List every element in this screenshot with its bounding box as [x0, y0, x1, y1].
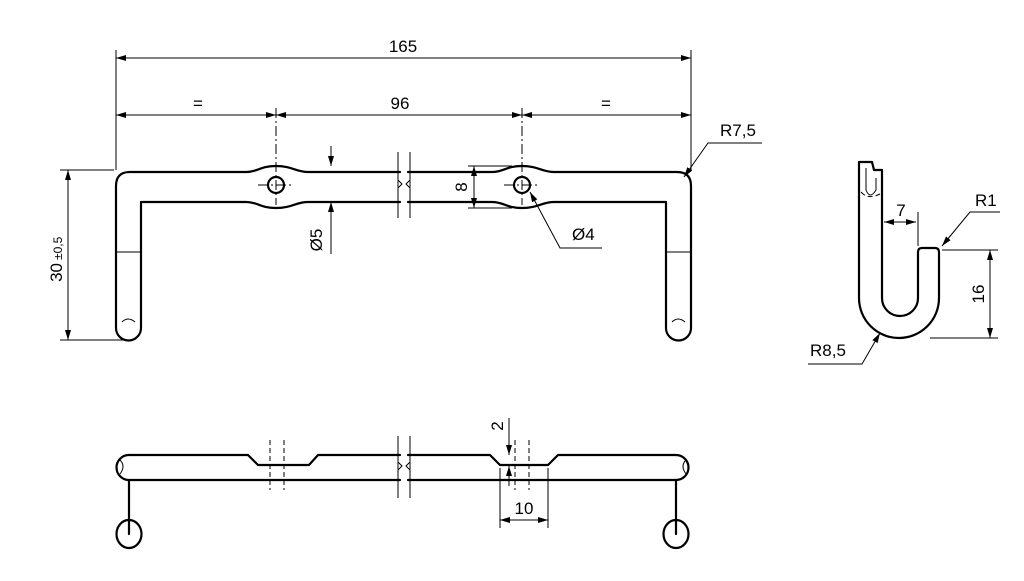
dim-equal-left: = [193, 94, 203, 113]
dim-hole-spacing: 96 [391, 94, 410, 113]
front-view [114, 108, 693, 342]
side-view-dimensions: 7 R1 16 R8,5 [808, 191, 1000, 365]
dim-side-radius-small: R1 [975, 191, 997, 210]
dim-side-depth: 16 [969, 285, 988, 304]
dim-overall-length: 165 [389, 37, 417, 56]
dim-boss-width: 8 [452, 182, 471, 191]
dim-side-radius-large: R8,5 [810, 341, 846, 360]
side-view-outline [857, 160, 941, 340]
dim-height-tolerance: ±0,5 [51, 236, 65, 260]
dim-recess-depth: 2 [488, 421, 507, 430]
side-view [857, 160, 941, 340]
top-view-outline [115, 453, 690, 482]
front-view-outline [114, 164, 693, 342]
top-view-dimensions: 2 10 [488, 418, 549, 528]
dim-equal-right: = [601, 94, 611, 113]
dim-hole-small: Ø4 [572, 225, 595, 244]
dim-side-gap: 7 [896, 201, 905, 220]
dim-recess-width: 10 [515, 499, 534, 518]
top-view [115, 436, 690, 550]
dim-bend-radius-outer: R7,5 [720, 121, 756, 140]
dim-height: 30 [47, 263, 66, 282]
dim-hole-large: Ø5 [307, 229, 326, 252]
front-view-dimensions: 165 = 96 = R7,5 30 ±0,5 8 Ø5 [47, 37, 762, 341]
